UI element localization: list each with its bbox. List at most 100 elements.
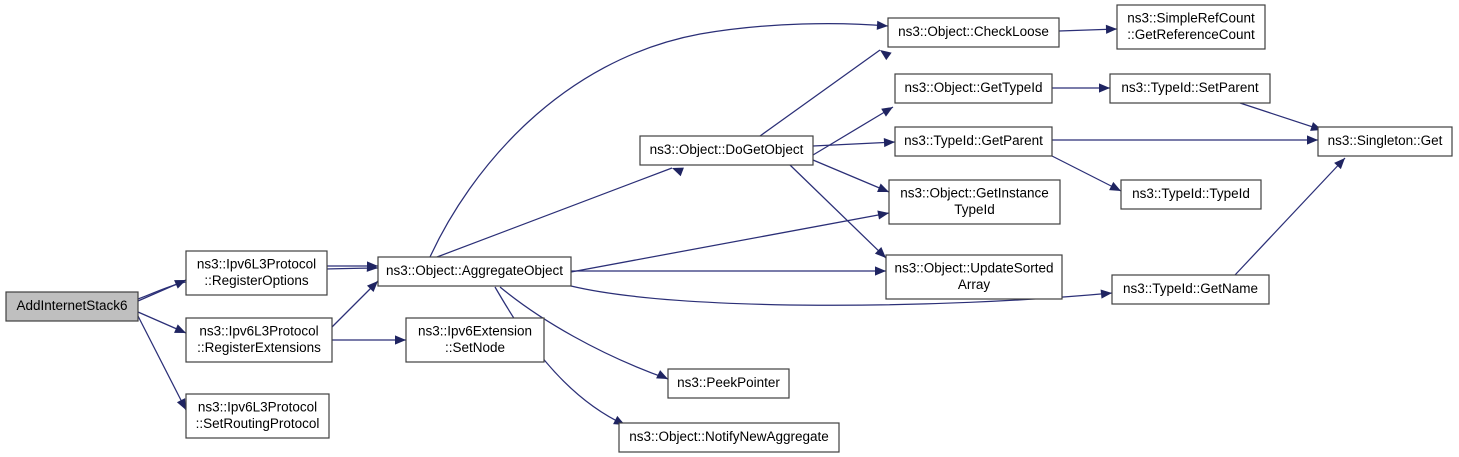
edge-n8-to-n10 <box>812 106 894 156</box>
nodes-layer: AddInternetStack6ns3::Ipv6L3Protocol::Re… <box>5 4 1453 453</box>
edge-n0-to-n3 <box>137 315 187 411</box>
graph-node-n17[interactable]: ns3::TypeId::GetName <box>1111 274 1270 305</box>
graph-node-n3[interactable]: ns3::Ipv6L3Protocol::SetRoutingProtocol <box>185 393 330 439</box>
arrowhead-n8-to-n11 <box>883 137 895 148</box>
node-box[interactable] <box>1116 4 1266 50</box>
node-box[interactable] <box>1109 73 1271 104</box>
node-box[interactable] <box>618 422 840 453</box>
edge-n4-to-n12 <box>570 212 890 273</box>
node-label-line: ::SetRoutingProtocol <box>196 416 320 431</box>
edge-n4-to-n6 <box>499 286 669 380</box>
arrowhead-n4-to-n12 <box>877 210 889 220</box>
edge-n17-to-n18 <box>1234 157 1346 276</box>
arrowhead-n8-to-n10 <box>881 107 893 117</box>
node-label-line: ns3::Object::CheckLoose <box>898 24 1049 39</box>
node-box[interactable] <box>1317 126 1453 157</box>
node-box[interactable] <box>885 254 1063 300</box>
node-label-line: ns3::Object::NotifyNewAggregate <box>629 429 829 444</box>
graph-node-n8[interactable]: ns3::Object::DoGetObject <box>639 135 814 166</box>
arrowhead-n11-to-n18 <box>1307 135 1318 145</box>
arrowhead-n4-to-n6 <box>656 370 668 379</box>
node-box[interactable] <box>5 291 139 322</box>
graph-node-n1[interactable]: ns3::Ipv6L3Protocol::RegisterOptions <box>185 250 328 296</box>
node-label-line: ns3::TypeId::SetParent <box>1121 80 1259 95</box>
graph-node-n11[interactable]: ns3::TypeId::GetParent <box>894 126 1053 157</box>
node-label-line: ns3::TypeId::GetName <box>1123 281 1258 296</box>
node-box[interactable] <box>377 256 572 287</box>
arrowhead-n10-to-n15 <box>1099 83 1110 93</box>
node-box[interactable] <box>1120 179 1262 210</box>
node-label-line: ns3::Singleton::Get <box>1328 133 1443 148</box>
node-label-line: Array <box>958 277 991 292</box>
arrowhead-n8-to-n9 <box>880 50 892 61</box>
arrowhead-n2-to-n5 <box>395 335 406 345</box>
arrowhead-n0-to-n1 <box>174 280 186 289</box>
graph-node-n15[interactable]: ns3::TypeId::SetParent <box>1109 73 1271 104</box>
arrowhead-n4-to-n17 <box>1100 289 1112 299</box>
arrowhead-n17-to-n18 <box>1334 158 1345 170</box>
arrowhead-n4-to-n9 <box>876 20 888 30</box>
edge-n8-to-n12 <box>812 159 890 193</box>
node-label-line: ns3::Object::GetInstance <box>900 185 1049 200</box>
node-box[interactable] <box>1111 274 1270 305</box>
node-label-line: ns3::Ipv6L3Protocol <box>197 256 316 271</box>
node-box[interactable] <box>405 317 545 363</box>
node-box[interactable] <box>894 73 1053 104</box>
graph-node-n7[interactable]: ns3::Object::NotifyNewAggregate <box>618 422 840 453</box>
graph-node-n14[interactable]: ns3::SimpleRefCount::GetReferenceCount <box>1116 4 1266 50</box>
graph-node-n5[interactable]: ns3::Ipv6Extension::SetNode <box>405 317 545 363</box>
node-label-line: ns3::Ipv6Extension <box>418 323 532 338</box>
node-box[interactable] <box>185 393 330 439</box>
node-label-line: AddInternetStack6 <box>16 298 127 313</box>
node-label-line: ns3::PeekPointer <box>677 375 780 390</box>
arrowhead-n2-to-n4 <box>366 281 378 293</box>
node-label-line: ns3::Object::UpdateSorted <box>894 260 1053 275</box>
arrowhead-n8-to-n13 <box>874 247 886 258</box>
node-label-line: TypeId <box>954 202 995 217</box>
graph-node-n2[interactable]: ns3::Ipv6L3Protocol::RegisterExtensions <box>185 317 333 363</box>
edge-n8-to-n11 <box>812 141 896 147</box>
arrowhead-n4-to-n13 <box>875 266 886 276</box>
node-box[interactable] <box>185 250 328 296</box>
edges-layer <box>137 20 1346 426</box>
node-label-line: ::RegisterExtensions <box>197 340 321 355</box>
node-box[interactable] <box>639 135 814 166</box>
arrowhead-n1-to-n4 <box>367 261 378 271</box>
node-label-line: ns3::TypeId::TypeId <box>1132 186 1250 201</box>
edge-n15-to-n18 <box>1239 102 1323 131</box>
graph-node-n6[interactable]: ns3::PeekPointer <box>667 368 790 399</box>
node-label-line: ns3::Ipv6L3Protocol <box>198 399 317 414</box>
node-label-line: ns3::Object::AggregateObject <box>386 263 563 278</box>
graph-node-n9[interactable]: ns3::Object::CheckLoose <box>887 17 1060 48</box>
node-box[interactable] <box>887 17 1060 48</box>
node-label-line: ::RegisterOptions <box>204 273 309 288</box>
node-label-line: ns3::Object::GetTypeId <box>904 80 1042 95</box>
graph-node-n16[interactable]: ns3::TypeId::TypeId <box>1120 179 1262 210</box>
node-label-line: ::GetReferenceCount <box>1127 27 1255 42</box>
node-label-line: ::SetNode <box>445 340 505 355</box>
arrowhead-n11-to-n16 <box>1109 181 1121 191</box>
node-box[interactable] <box>185 317 333 363</box>
node-label-line: ns3::Ipv6L3Protocol <box>199 323 318 338</box>
arrowhead-n0-to-n2 <box>174 324 186 333</box>
arrowhead-n0-to-n3 <box>176 398 186 410</box>
graph-node-n10[interactable]: ns3::Object::GetTypeId <box>894 73 1053 104</box>
edge-n8-to-n13 <box>789 164 887 259</box>
node-box[interactable] <box>888 179 1061 225</box>
node-label-line: ns3::Object::DoGetObject <box>650 142 804 157</box>
edge-n11-to-n16 <box>1051 155 1122 192</box>
node-label-line: ns3::SimpleRefCount <box>1127 10 1255 25</box>
node-box[interactable] <box>894 126 1053 157</box>
edge-n8-to-n9 <box>759 49 881 137</box>
graph-node-n18[interactable]: ns3::Singleton::Get <box>1317 126 1453 157</box>
arrowhead-n8-to-n12 <box>877 183 889 192</box>
arrowhead-n4-to-n8 <box>672 167 684 177</box>
graph-node-n0[interactable]: AddInternetStack6 <box>5 291 139 322</box>
node-box[interactable] <box>667 368 790 399</box>
graph-node-n4[interactable]: ns3::Object::AggregateObject <box>377 256 572 287</box>
edge-n4-to-n8 <box>436 167 673 258</box>
